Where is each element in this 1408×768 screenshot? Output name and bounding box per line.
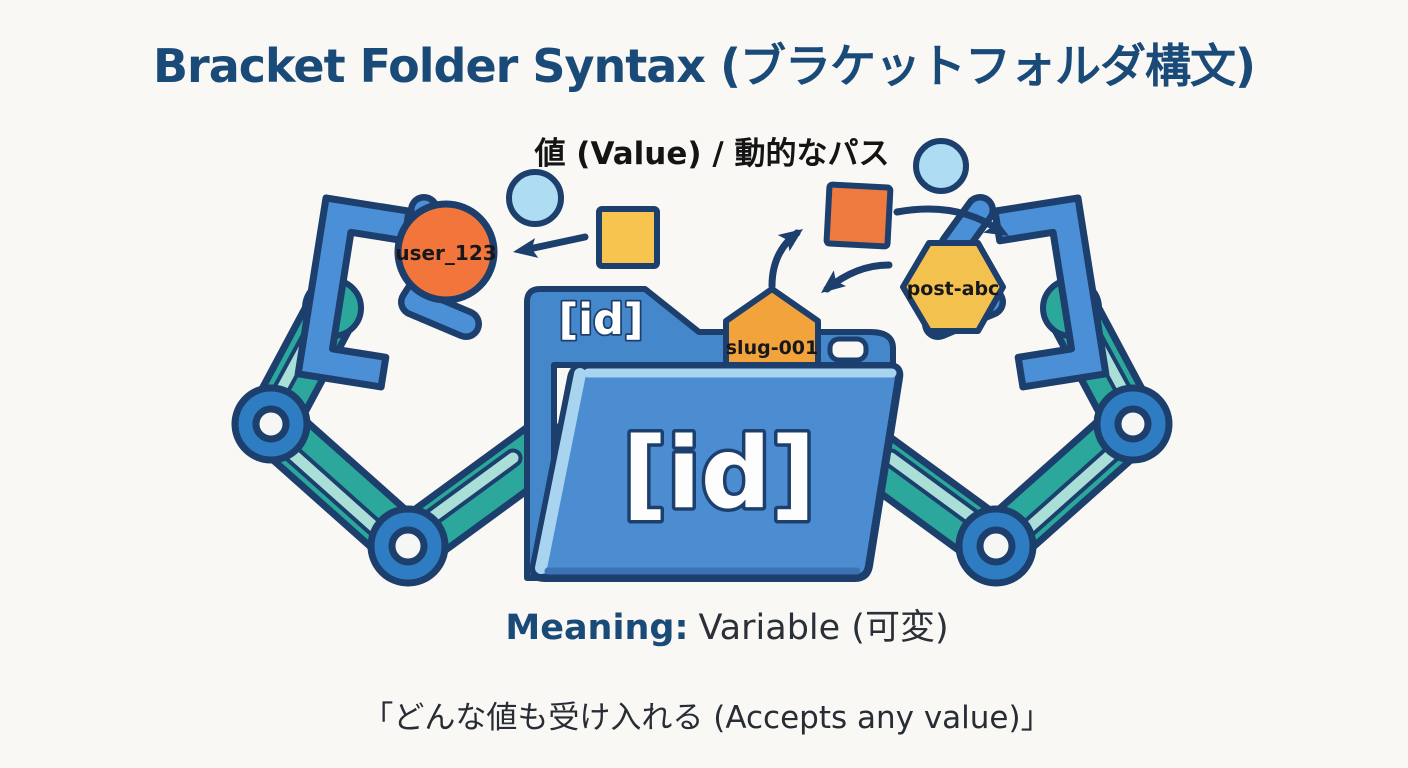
right-robot-arm [862,198,1169,583]
arrowhead-into-circle [513,238,539,258]
arrowhead-to-bracket [983,215,1009,236]
quote-line: 「どんな値も受け入れる (Accepts any value)」 [362,700,1052,736]
value-square-right [823,181,894,250]
folder-front [529,362,904,582]
meaning-value: Variable (可変) [698,608,949,648]
arrow-to-bracket [893,205,1004,235]
meaning-label: Meaning: [505,608,689,648]
value-hexagon-label: post-abc [907,278,1000,300]
arm-joint-lower [367,505,449,587]
value-caption: 値 (Value) / 動的なパス [534,136,890,172]
value-pentagon-label: slug-001 [726,337,819,359]
small-circle-left [506,169,564,227]
value-hexagon [900,240,1006,334]
left-robot-arm [231,194,571,587]
folder-band-notch [827,336,869,363]
meaning-line: Meaning:Variable (可変) [23,599,1408,650]
arm-joint-mid [231,384,311,464]
value-pentagon [723,286,821,377]
small-circle-right [913,138,969,194]
value-circle-label: user_123 [395,241,496,265]
folder-tab-label: [id] [559,295,644,345]
arrowhead-into-folder [821,270,847,293]
value-square-left [596,206,660,269]
folder-front-label: [id] [622,417,815,531]
folder-front-bevel-left [535,368,586,574]
arrow-into-circle [525,233,589,253]
arrowhead-up-to-square [777,229,803,252]
page-title: Bracket Folder Syntax (ブラケットフォルダ構文) [153,39,1256,93]
value-circle [394,200,498,304]
